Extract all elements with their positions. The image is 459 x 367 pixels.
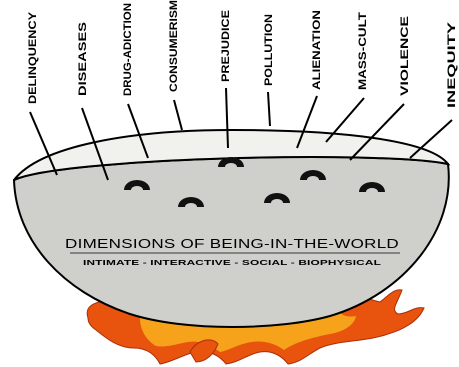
label-consumerism: CONSUMERISM: [168, 0, 180, 92]
label-alienation: ALIENATION: [311, 10, 323, 90]
bowl-subtitle: INTIMATE - INTERACTIVE - SOCIAL - BIOPHY…: [83, 258, 382, 267]
label-delinquency: DELINQUENCY: [27, 11, 39, 104]
label-inequity: INEQUITY: [446, 21, 458, 108]
leader-line-pollution: [268, 92, 270, 126]
label-diseases: DISEASES: [77, 22, 89, 96]
leader-line-consumerism: [174, 100, 182, 130]
labels: DELINQUENCY DISEASES DRUG-ADICTION CONSU…: [27, 0, 458, 108]
label-violence: VIOLENCE: [399, 16, 411, 96]
label-drug-adiction: DRUG-ADICTION: [122, 3, 134, 96]
label-mass-cult: MASS-CULT: [357, 12, 369, 90]
label-pollution: POLLUTION: [263, 14, 275, 86]
bowl-title: DIMENSIONS OF BEING-IN-THE-WORLD: [65, 237, 399, 251]
label-prejudice: PREJUDICE: [220, 10, 232, 82]
